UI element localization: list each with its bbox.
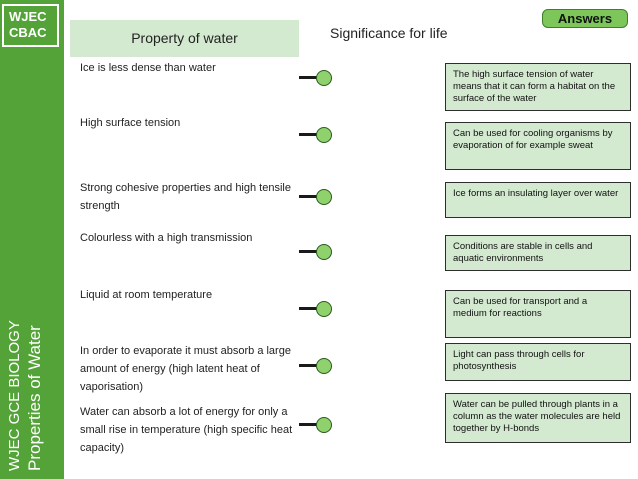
- logo-line2: CBAC: [9, 25, 47, 40]
- sidebar-course: WJEC GCE BIOLOGY: [6, 320, 23, 471]
- property-item: Water can absorb a lot of energy for onl…: [80, 406, 293, 454]
- significance-card[interactable]: Ice forms an insulating layer over water: [445, 182, 631, 218]
- property-item: Strong cohesive properties and high tens…: [80, 182, 291, 212]
- property-item: Liquid at room temperature: [80, 289, 213, 301]
- sidebar: WJEC CBAC WJEC GCE BIOLOGY Properties of…: [0, 0, 64, 479]
- wjec-logo: WJEC CBAC: [2, 4, 59, 47]
- connector-line: [299, 133, 319, 136]
- connector-handle-5[interactable]: [299, 301, 333, 317]
- significance-card[interactable]: Conditions are stable in cells and aquat…: [445, 235, 631, 271]
- connector-handle-7[interactable]: [299, 417, 333, 433]
- property-item: Ice is less dense than water: [80, 62, 216, 74]
- significance-card[interactable]: Can be used for transport and a medium f…: [445, 290, 631, 338]
- connector-line: [299, 195, 319, 198]
- property-item: High surface tension: [80, 117, 181, 129]
- connector-handle-2[interactable]: [299, 127, 333, 143]
- connector-line: [299, 250, 319, 253]
- circle-connector-icon[interactable]: [316, 189, 332, 205]
- significance-card[interactable]: Can be used for cooling organisms by eva…: [445, 122, 631, 170]
- property-item: Colourless with a high transmission: [80, 232, 253, 244]
- property-header: Property of water: [70, 20, 299, 57]
- property-item: In order to evaporate it must absorb a l…: [80, 345, 291, 393]
- sidebar-topic: Properties of Water: [25, 325, 44, 471]
- circle-connector-icon[interactable]: [316, 358, 332, 374]
- significance-card[interactable]: The high surface tension of water means …: [445, 63, 631, 111]
- connector-handle-4[interactable]: [299, 244, 333, 260]
- connector-line: [299, 364, 319, 367]
- connector-line: [299, 76, 319, 79]
- connector-handle-3[interactable]: [299, 189, 333, 205]
- circle-connector-icon[interactable]: [316, 417, 332, 433]
- sidebar-title-rotated: WJEC GCE BIOLOGY Properties of Water: [6, 320, 46, 471]
- sidebar-title: WJEC GCE BIOLOGY Properties of Water: [6, 296, 58, 471]
- circle-connector-icon[interactable]: [316, 127, 332, 143]
- connector-handle-1[interactable]: [299, 70, 333, 86]
- circle-connector-icon[interactable]: [316, 70, 332, 86]
- significance-card[interactable]: Water can be pulled through plants in a …: [445, 393, 631, 443]
- circle-connector-icon[interactable]: [316, 301, 332, 317]
- connector-line: [299, 423, 319, 426]
- connector-line: [299, 307, 319, 310]
- significance-header: Significance for life: [330, 25, 448, 41]
- significance-card[interactable]: Light can pass through cells for photosy…: [445, 343, 631, 381]
- circle-connector-icon[interactable]: [316, 244, 332, 260]
- logo-line1: WJEC: [9, 9, 47, 24]
- answers-button[interactable]: Answers: [542, 9, 628, 28]
- connector-handle-6[interactable]: [299, 358, 333, 374]
